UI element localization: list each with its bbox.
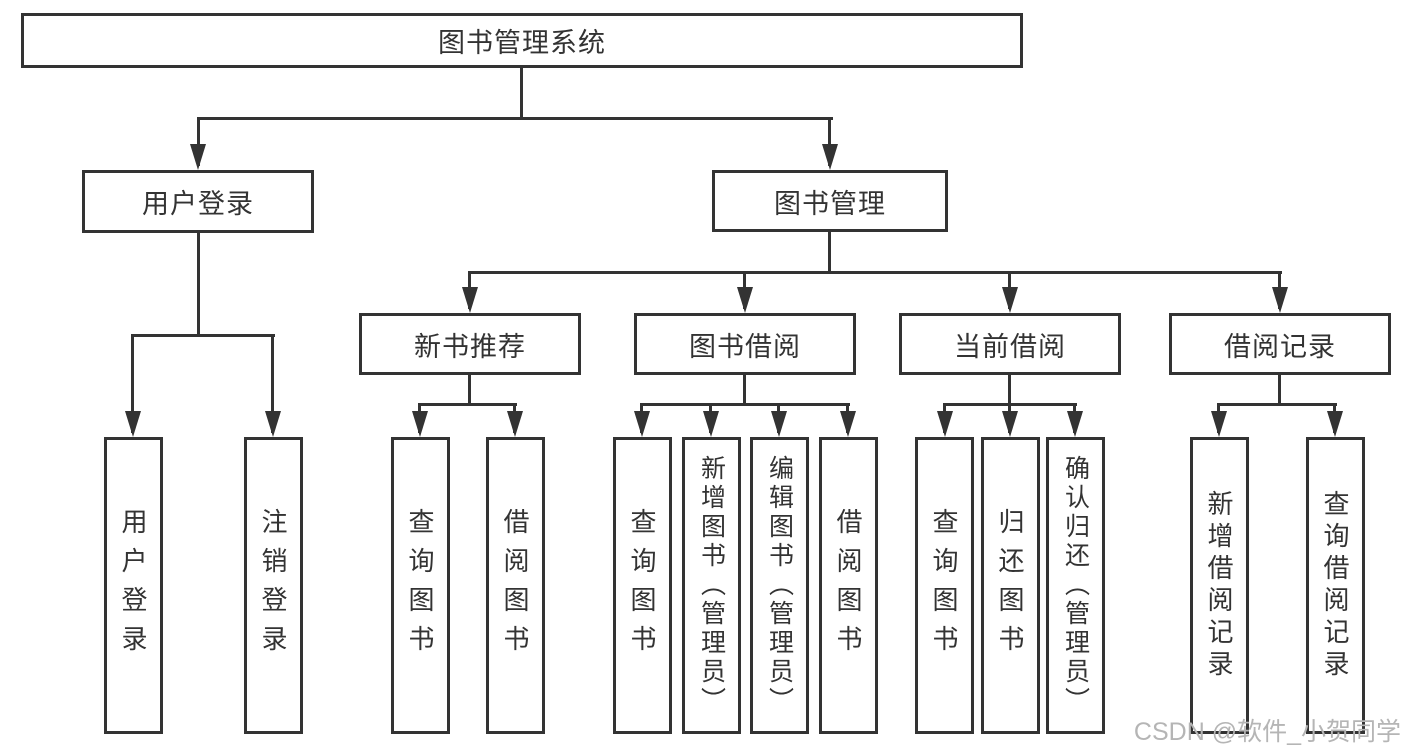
leaf-borrow-books: 借阅图书 (819, 437, 878, 734)
arrow-down-icon (1002, 411, 1018, 437)
connector-line (468, 271, 1282, 274)
connector-line (131, 334, 275, 337)
leaf-confirm-return-admin: 确认归还（管理员） (1046, 437, 1105, 734)
connector-line (131, 335, 134, 433)
connector-line (468, 375, 471, 406)
connector-line (640, 403, 850, 406)
arrow-down-icon (1002, 287, 1018, 313)
leaf-add-books-admin: 新增图书（管理员） (682, 437, 741, 734)
connector-line (828, 232, 831, 274)
connector-line (271, 335, 274, 433)
leaf-label: 确认归还（管理员） (1061, 455, 1090, 716)
leaf-label: 新增借阅记录 (1204, 489, 1234, 682)
leaf-label: 借阅图书 (833, 507, 863, 664)
arrow-down-icon (412, 411, 428, 437)
arrow-down-icon (771, 411, 787, 437)
csdn-watermark: CSDN @软件_小贺同学 (1133, 718, 1401, 746)
connector-line (197, 233, 200, 337)
node-new-book-recommend: 新书推荐 (359, 313, 581, 375)
arrow-down-icon (737, 287, 753, 313)
leaf-logout: 注销登录 (244, 437, 303, 734)
arrow-down-icon (840, 411, 856, 437)
connector-line (1217, 403, 1337, 406)
node-library-management-system: 图书管理系统 (21, 13, 1023, 68)
leaf-label: 借阅图书 (500, 507, 530, 664)
arrow-down-icon (125, 411, 141, 437)
node-user-login: 用户登录 (82, 170, 314, 233)
arrow-down-icon (462, 287, 478, 313)
node-current-borrowing: 当前借阅 (899, 313, 1121, 375)
connector-line (828, 118, 831, 166)
arrow-down-icon (507, 411, 523, 437)
leaf-return-books: 归还图书 (981, 437, 1040, 734)
leaf-add-borrow-record: 新增借阅记录 (1190, 437, 1249, 734)
node-book-management: 图书管理 (712, 170, 948, 232)
arrow-down-icon (937, 411, 953, 437)
leaf-label: 注销登录 (258, 507, 288, 664)
connector-line (197, 118, 200, 166)
leaf-query-books-recommend: 查询图书 (391, 437, 450, 734)
arrow-down-icon (265, 411, 281, 437)
leaf-label: 查询图书 (627, 507, 657, 664)
connector-line (1278, 375, 1281, 406)
leaf-label: 查询图书 (929, 507, 959, 664)
leaf-label: 编辑图书（管理员） (765, 455, 794, 716)
leaf-query-borrow-record: 查询借阅记录 (1306, 437, 1365, 734)
leaf-label: 查询借阅记录 (1320, 489, 1350, 682)
arrow-down-icon (1272, 287, 1288, 313)
leaf-borrow-books-recommend: 借阅图书 (486, 437, 545, 734)
leaf-query-books-borrowing: 查询图书 (613, 437, 672, 734)
leaf-edit-books-admin: 编辑图书（管理员） (750, 437, 809, 734)
node-borrow-records: 借阅记录 (1169, 313, 1391, 375)
connector-line (520, 68, 523, 119)
connector-line (1008, 375, 1011, 406)
arrow-down-icon (1067, 411, 1083, 437)
arrow-down-icon (822, 144, 838, 170)
arrow-down-icon (634, 411, 650, 437)
leaf-user-login: 用户登录 (104, 437, 163, 734)
arrow-down-icon (1327, 411, 1343, 437)
connector-line (197, 117, 833, 120)
leaf-label: 用户登录 (118, 507, 148, 664)
arrow-down-icon (190, 144, 206, 170)
leaf-label: 归还图书 (995, 507, 1025, 664)
node-book-borrowing: 图书借阅 (634, 313, 856, 375)
leaf-label: 查询图书 (405, 507, 435, 664)
connector-line (743, 375, 746, 406)
connector-line (418, 403, 517, 406)
leaf-label: 新增图书（管理员） (697, 455, 726, 716)
arrow-down-icon (1211, 411, 1227, 437)
arrow-down-icon (703, 411, 719, 437)
leaf-query-books-current: 查询图书 (915, 437, 974, 734)
